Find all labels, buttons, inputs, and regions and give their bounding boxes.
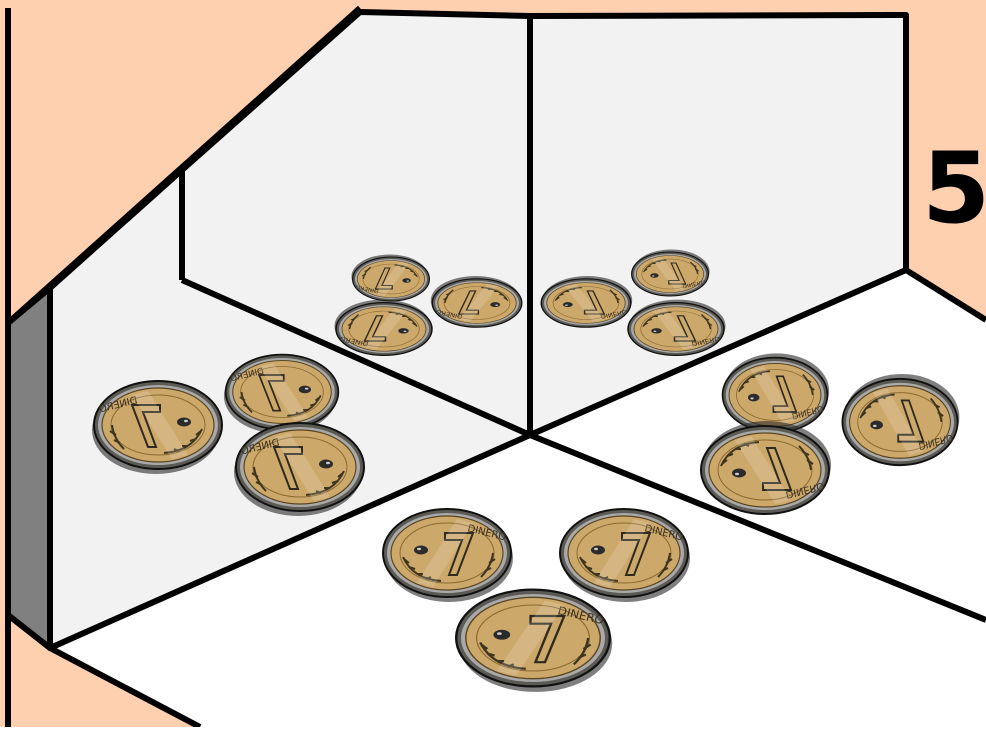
coin (92, 381, 222, 474)
coin (456, 590, 612, 692)
coin (335, 300, 433, 356)
coin (541, 276, 632, 327)
mirror-left-side-edge (8, 288, 50, 648)
coin (723, 353, 830, 432)
coin (560, 509, 690, 602)
coin (234, 423, 364, 516)
coin (431, 276, 522, 327)
coin (701, 421, 831, 514)
coin (383, 509, 513, 602)
coin (628, 300, 726, 356)
coin (351, 255, 429, 302)
coin (632, 250, 710, 297)
puzzle-number: 5 (922, 140, 986, 238)
coin (224, 355, 338, 434)
coin (842, 374, 959, 465)
